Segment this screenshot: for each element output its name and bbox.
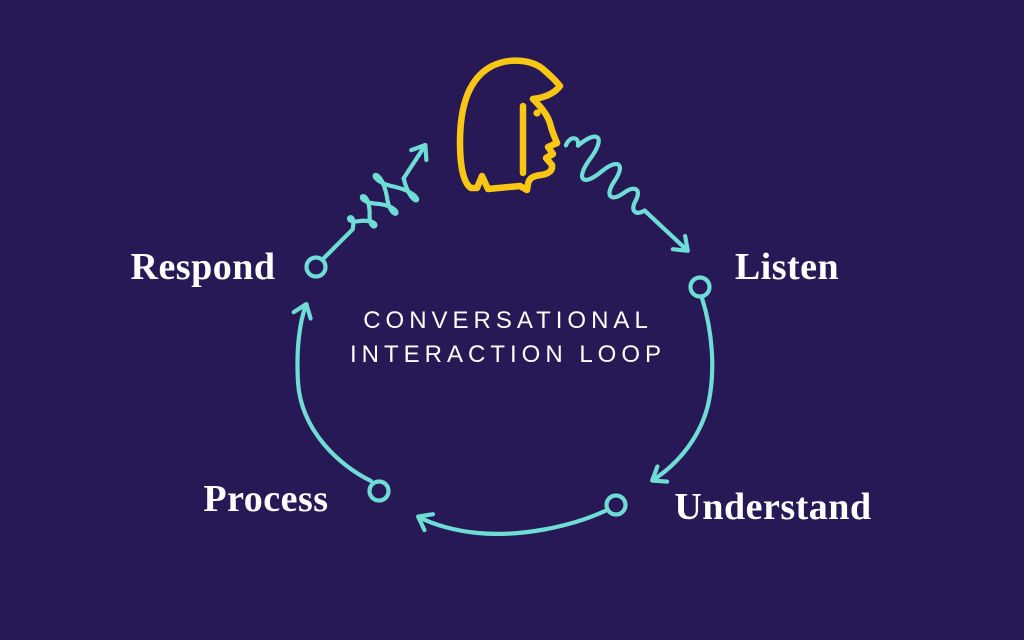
face-profile bbox=[516, 95, 561, 194]
node-respond bbox=[304, 255, 328, 279]
diagram-title-line1: CONVERSATIONAL bbox=[363, 307, 653, 334]
stage-label-understand: Understand bbox=[674, 486, 872, 528]
arc-understand-to-process-arrow bbox=[416, 508, 608, 536]
node-listen bbox=[688, 275, 712, 299]
hair-outline bbox=[456, 57, 564, 193]
stage-label-process: Process bbox=[203, 478, 329, 520]
stage-label-listen: Listen bbox=[734, 246, 840, 288]
woman-profile-icon bbox=[456, 57, 564, 194]
sound-wave-right-icon bbox=[563, 134, 690, 253]
diagram-title: CONVERSATIONAL INTERACTION LOOP bbox=[350, 304, 666, 372]
interaction-loop-group bbox=[291, 134, 715, 536]
arc-process-to-respond-arrow bbox=[291, 301, 374, 484]
node-process bbox=[367, 479, 391, 503]
diagram-title-line2: INTERACTION LOOP bbox=[349, 341, 667, 368]
stage-label-respond: Respond bbox=[130, 246, 276, 288]
eye-dot bbox=[533, 109, 541, 117]
sound-wave-left-icon bbox=[320, 142, 429, 262]
arc-listen-to-understand-arrow bbox=[650, 295, 715, 484]
node-understand bbox=[604, 493, 628, 517]
